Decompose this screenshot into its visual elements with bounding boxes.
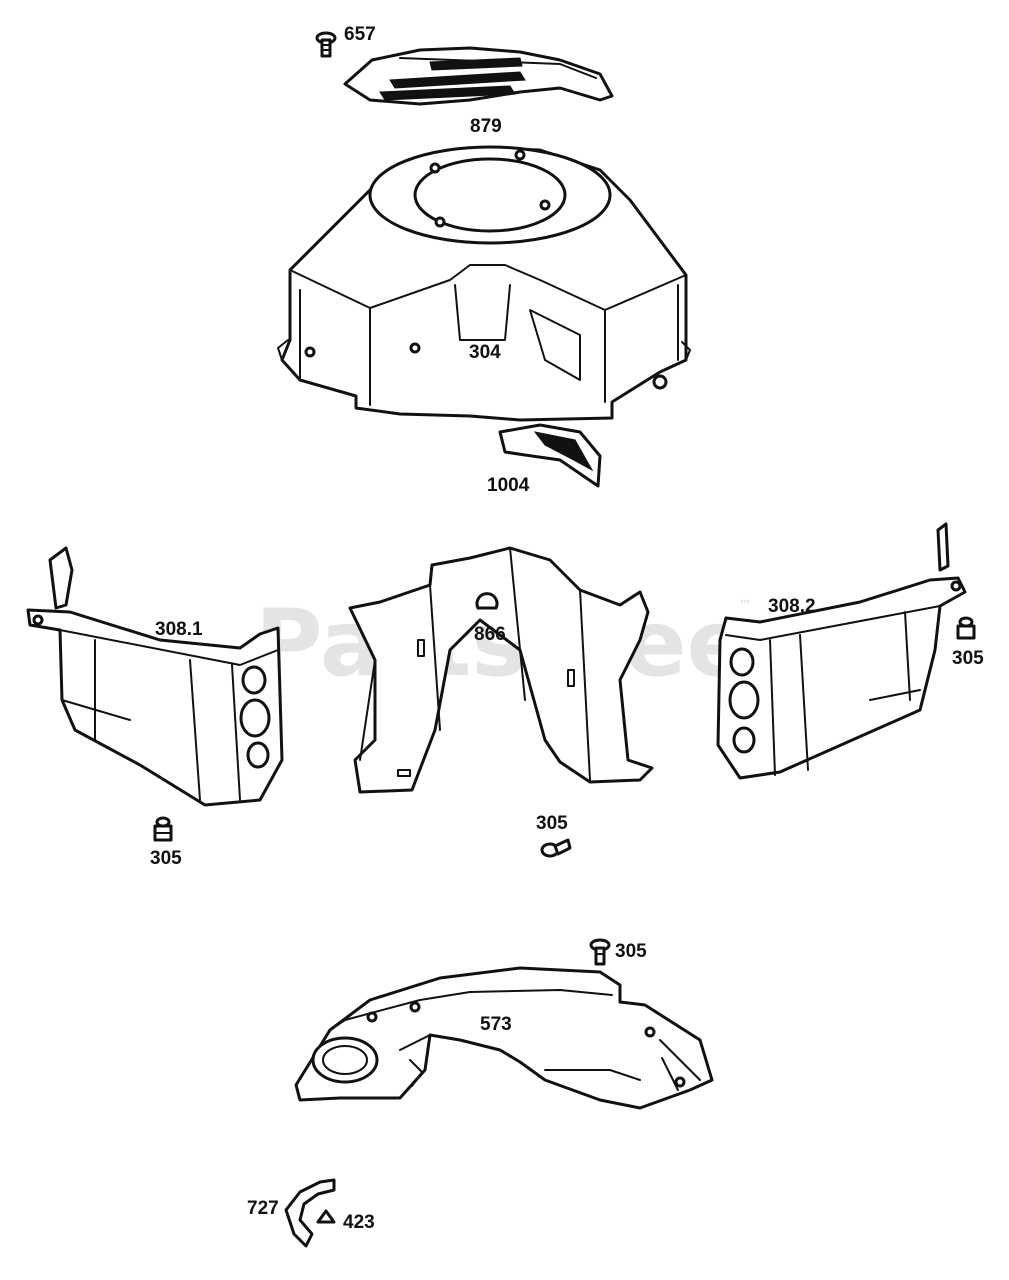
- part-879-decal[interactable]: [343, 46, 614, 106]
- part-423-nut[interactable]: [316, 1209, 336, 1224]
- label-866: 866: [474, 624, 506, 645]
- part-308-2-side-shroud-right[interactable]: [716, 522, 967, 780]
- label-305-right: 305: [952, 648, 984, 669]
- part-573-base-plate[interactable]: [294, 966, 714, 1110]
- part-labels: 657 879 304 1004 308.1 866 308.2 305 305…: [150, 24, 984, 1233]
- part-305-nut-left[interactable]: [153, 816, 173, 842]
- label-305-bottom: 305: [615, 941, 647, 962]
- label-423: 423: [343, 1212, 375, 1233]
- part-1004-deflector[interactable]: [498, 423, 602, 488]
- label-573: 573: [480, 1014, 512, 1035]
- part-304-blower-housing[interactable]: [277, 145, 691, 422]
- part-305-screw-bottom[interactable]: [589, 938, 611, 966]
- label-305-center: 305: [536, 813, 568, 834]
- part-727-clip[interactable]: [284, 1178, 336, 1248]
- label-308-1: 308.1: [155, 619, 203, 640]
- label-727: 727: [247, 1198, 279, 1219]
- part-308-1-side-shroud-left[interactable]: [26, 546, 284, 807]
- part-305-screw-center[interactable]: [540, 838, 572, 858]
- label-305-left: 305: [150, 848, 182, 869]
- label-657: 657: [344, 24, 376, 45]
- part-305-nut-right[interactable]: [956, 616, 976, 640]
- label-308-2: 308.2: [768, 596, 816, 617]
- watermark-trademark: ™: [738, 598, 752, 614]
- part-657-screw[interactable]: [315, 31, 337, 58]
- part-866-center-baffle[interactable]: [348, 546, 654, 794]
- label-1004: 1004: [487, 475, 530, 496]
- label-879: 879: [470, 116, 502, 137]
- label-304: 304: [469, 342, 501, 363]
